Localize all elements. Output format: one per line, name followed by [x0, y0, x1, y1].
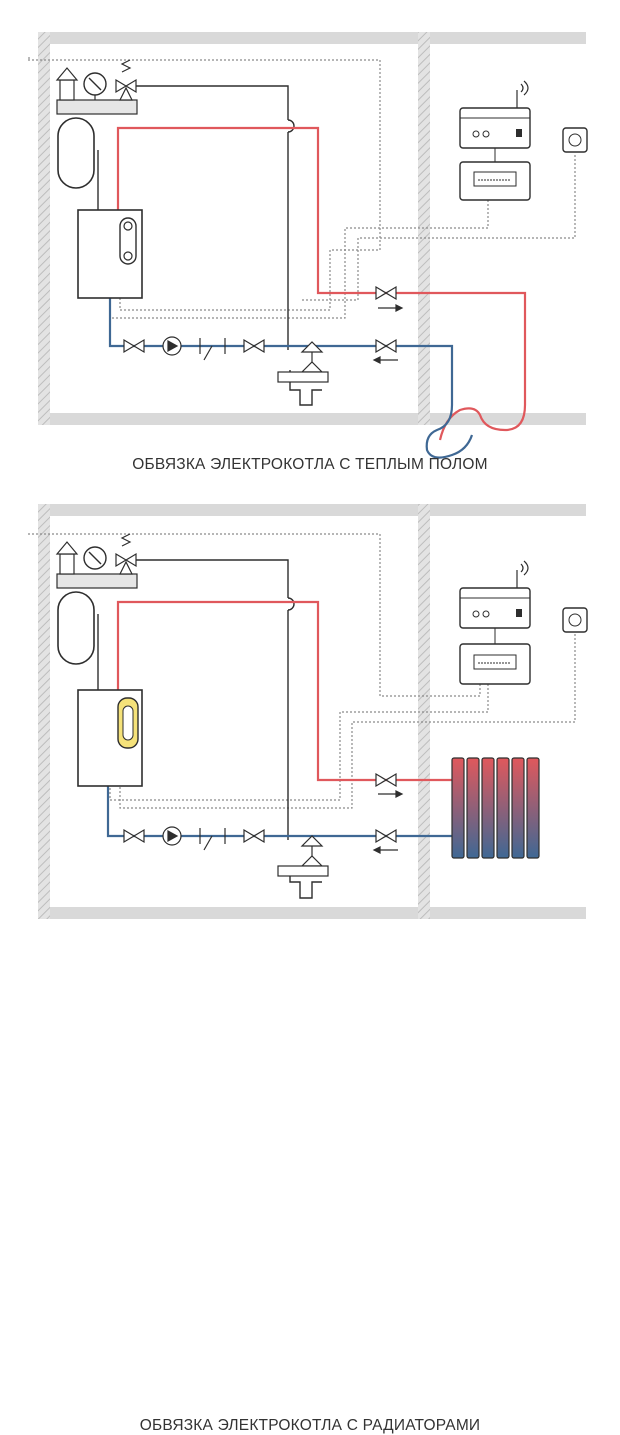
- electric-boiler-icon: [77, 689, 143, 787]
- controller-unit-icon: [459, 560, 531, 685]
- ball-valve-icon: [375, 285, 397, 301]
- ball-valve-icon: [375, 772, 397, 788]
- pressure-gauge-icon: [83, 546, 107, 570]
- radiator-caption: ОБВЯЗКА ЭЛЕКТРОКОТЛА С РАДИАТОРАМИ: [139, 1417, 481, 1434]
- radiator-icon: [451, 757, 540, 859]
- return-line-fittings: [123, 826, 329, 877]
- expansion-tank-icon: [57, 117, 95, 189]
- supply-pipe: [116, 126, 527, 441]
- room-thermostat-icon: [562, 127, 588, 153]
- return-pipe: [108, 298, 474, 459]
- ball-valve-icon: [123, 828, 145, 844]
- radiator-diagram: ОБВЯЗКА ЭЛЕКТРОКОТЛА С РАДИАТОРАМИ: [0, 490, 620, 1434]
- circulation-pump-icon: [162, 826, 182, 846]
- air-vent-icon: [55, 67, 79, 101]
- air-vent-icon: [55, 541, 79, 575]
- circulation-pump-icon: [162, 336, 182, 356]
- auxiliary-pipes: [97, 559, 322, 899]
- supply-pipe: [116, 600, 452, 782]
- floor-caption: ОБВЯЗКА ЭЛЕКТРОКОТЛА С ТЕПЛЫМ ПОЛОМ: [132, 456, 488, 473]
- drain-siphon-icon: [277, 371, 329, 383]
- wifi-module-icon: [516, 560, 529, 588]
- collector-valves: [372, 285, 404, 364]
- control-signal-lines: [28, 533, 576, 809]
- pressure-gauge-icon: [83, 72, 107, 100]
- check-valve-icon: [300, 835, 324, 867]
- return-pipe: [106, 786, 452, 838]
- safety-valve-icon: [115, 59, 137, 101]
- ball-valve-icon: [243, 338, 265, 354]
- controller-unit-icon: [459, 80, 531, 201]
- ball-valve-icon: [375, 338, 397, 354]
- ball-valve-icon: [243, 828, 265, 844]
- ball-valve-icon: [375, 828, 397, 844]
- ball-valve-icon: [123, 338, 145, 354]
- safety-group: [55, 59, 138, 115]
- drain-siphon-icon: [277, 865, 329, 877]
- electric-boiler-icon: [77, 209, 143, 299]
- strainer-filter-icon: [199, 828, 226, 851]
- room-thermostat-icon: [562, 607, 588, 633]
- safety-valve-icon: [115, 533, 137, 575]
- expansion-tank-icon: [57, 591, 95, 665]
- safety-group: [55, 533, 138, 589]
- floor-heating-diagram: ОБВЯЗКА ЭЛЕКТРОКОТЛА С ТЕПЛЫМ ПОЛОМ: [0, 0, 620, 490]
- strainer-filter-icon: [199, 338, 226, 361]
- wifi-module-icon: [516, 80, 529, 108]
- collector-valves: [372, 772, 404, 854]
- return-line-fittings: [123, 336, 329, 383]
- control-signal-lines: [28, 57, 576, 319]
